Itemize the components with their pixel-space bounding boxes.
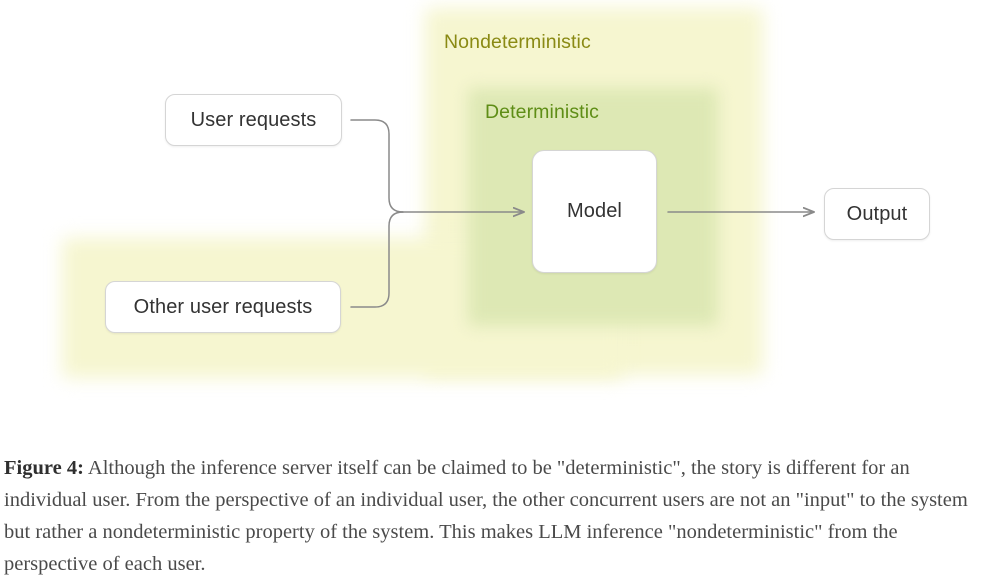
edge-user-requests-to-model [350,119,404,213]
nondeterministic-region-label: Nondeterministic [444,31,591,53]
figure-caption: Figure 4: Although the inference server … [4,452,989,580]
deterministic-region-label: Deterministic [485,101,599,123]
figure-caption-text: Although the inference server itself can… [4,457,968,575]
node-model: Model [532,150,657,273]
node-output: Output [824,188,930,240]
node-user-requests: User requests [165,94,342,146]
figure-caption-label: Figure 4: [4,457,84,479]
node-other-user-requests: Other user requests [105,281,341,333]
